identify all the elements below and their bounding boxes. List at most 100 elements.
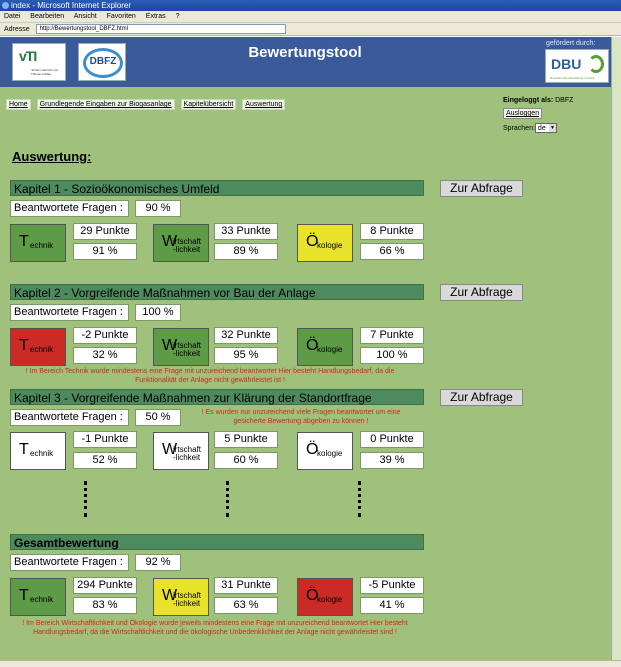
- language-select[interactable]: de▼: [534, 123, 557, 133]
- chapter-1-oekologie-percent: 66 %: [360, 243, 424, 260]
- oekologie-initial: Ö: [306, 587, 319, 604]
- total-answered-label: Beantwortete Fragen :: [10, 554, 129, 571]
- total-technik-points: 294 Punkte: [73, 577, 137, 594]
- chapter-2-answered-value: 100 %: [135, 304, 181, 321]
- chapter-2-query-button[interactable]: Zur Abfrage: [440, 284, 523, 301]
- menu-ansicht[interactable]: Ansicht: [73, 13, 97, 20]
- total-title: Gesamtbewertung: [10, 534, 424, 550]
- menu-extras[interactable]: Extras: [145, 13, 166, 20]
- page-title: Auswertung:: [12, 149, 92, 164]
- app-title: Bewertungstool: [248, 44, 362, 61]
- continuation-dots: [84, 481, 88, 517]
- technik-label: echnik: [30, 241, 54, 250]
- page-body: Home Grundlegende Eingaben zur Biogasanl…: [0, 87, 611, 660]
- wirtschaft-label-2: -lichkeit: [173, 453, 201, 462]
- wirtschaft-label-2: -lichkeit: [173, 245, 201, 254]
- continuation-dots: [226, 481, 230, 517]
- wirtschaft-initial: W: [162, 587, 178, 604]
- total-warning: ! Im Bereich Wirtschaftlichkeit und Ökol…: [22, 620, 408, 636]
- wirtschaft-initial: W: [162, 337, 178, 354]
- technik-label: echnik: [30, 449, 54, 458]
- chapter-2-oekologie-percent: 100 %: [360, 347, 424, 364]
- vti-logo-text: vTI: [19, 48, 37, 64]
- chapter-3-answered-warning: ! Es wurden nur unzureichend viele Frage…: [201, 409, 401, 425]
- chapter-1-title: Kapitel 1 - Sozioökonomisches Umfeld: [10, 180, 424, 196]
- address-input[interactable]: http://Bewertungstool_DBFZ.html: [35, 24, 286, 34]
- dbfz-ring-icon: [83, 48, 123, 78]
- user-box: Eingeloggt als: DBFZ Ausloggen Sprachen:…: [503, 97, 603, 133]
- nav-grundlegende-eingaben[interactable]: Grundlegende Eingaben zur Biogasanlage: [36, 99, 175, 110]
- menubar: Datei Bearbeiten Ansicht Favoriten Extra…: [0, 11, 621, 23]
- nav-auswertung[interactable]: Auswertung: [242, 99, 286, 110]
- ie-icon: [2, 2, 9, 9]
- chapter-2-title: Kapitel 2 - Vorgreifende Maßnahmen vor B…: [10, 284, 424, 300]
- window-title: index - Microsoft Internet Explorer: [11, 1, 132, 10]
- chapter-1-oekologie-points: 8 Punkte: [360, 223, 424, 240]
- logged-in-user: DBFZ: [555, 97, 574, 104]
- main-nav: Home Grundlegende Eingaben zur Biogasanl…: [6, 99, 289, 110]
- chapter-2-technik-points: -2 Punkte: [73, 327, 137, 344]
- technik-initial: T: [19, 337, 29, 354]
- chapter-3-query-button[interactable]: Zur Abfrage: [440, 389, 523, 406]
- wirtschaft-label: irtschaft: [173, 591, 202, 600]
- statusbar: [0, 660, 621, 667]
- total-technik-percent: 83 %: [73, 597, 137, 614]
- chapter-3-technik-points: -1 Punkte: [73, 431, 137, 448]
- dbu-logo-subtitle: Deutsche Bundesstiftung Umwelt: [550, 76, 595, 80]
- wirtschaft-label-2: -lichkeit: [173, 349, 201, 358]
- nav-kapiteluebersicht[interactable]: Kapitelübersicht: [180, 99, 237, 110]
- technik-initial: T: [19, 233, 29, 250]
- dbfz-logo-text: DBFZ: [89, 56, 117, 67]
- wirtschaft-label-2: -lichkeit: [173, 599, 201, 608]
- window-titlebar: index - Microsoft Internet Explorer: [0, 0, 621, 11]
- chapter-1-wirtschaft-percent: 89 %: [214, 243, 278, 260]
- chapter-2-wirtschaft-points: 32 Punkte: [214, 327, 278, 344]
- chapter-3-wirtschaft-percent: 60 %: [214, 452, 278, 469]
- dbu-logo: DBU Deutsche Bundesstiftung Umwelt: [545, 49, 609, 83]
- addressbar: Adresse http://Bewertungstool_DBFZ.html: [0, 23, 621, 36]
- continuation-dots: [358, 481, 362, 517]
- logout-button[interactable]: Ausloggen: [503, 108, 543, 119]
- menu-favoriten[interactable]: Favoriten: [106, 13, 136, 20]
- chapter-1-query-button[interactable]: Zur Abfrage: [440, 180, 523, 197]
- wirtschaft-initial: W: [162, 233, 178, 250]
- menu-bearbeiten[interactable]: Bearbeiten: [30, 13, 65, 20]
- scrollbar[interactable]: [611, 37, 621, 660]
- wirtschaft-label: irtschaft: [173, 237, 202, 246]
- page-header: vTI Johann Heinrich von Thünen-Institut …: [0, 37, 621, 87]
- technik-initial: T: [19, 587, 29, 604]
- oekologie-label: kologie: [317, 595, 343, 604]
- chapter-1-wirtschaft-points: 33 Punkte: [214, 223, 278, 240]
- chapter-2-wirtschaft-percent: 95 %: [214, 347, 278, 364]
- chapter-3-oekologie-points: 0 Punkte: [360, 431, 424, 448]
- wirtschaft-initial: W: [162, 441, 178, 458]
- funded-by-label: gefördert durch:: [546, 40, 596, 47]
- vti-logo-subtitle: Johann Heinrich von Thünen-Institut: [31, 68, 59, 76]
- chapter-3-wirtschaft-points: 5 Punkte: [214, 431, 278, 448]
- chapter-3-answered-label: Beantwortete Fragen :: [10, 409, 129, 426]
- chapter-1-answered-label: Beantwortete Fragen :: [10, 200, 129, 217]
- technik-label: echnik: [30, 345, 54, 354]
- chapter-2-technik-percent: 32 %: [73, 347, 137, 364]
- chapter-1-answered-value: 90 %: [135, 200, 181, 217]
- total-oekologie-points: -5 Punkte: [360, 577, 424, 594]
- menu-datei[interactable]: Datei: [4, 13, 21, 20]
- wirtschaft-label: irtschaft: [173, 445, 202, 454]
- technik-initial: T: [19, 441, 29, 458]
- chevron-down-icon: ▼: [548, 124, 556, 132]
- oekologie-initial: Ö: [306, 441, 319, 458]
- total-wirtschaft-points: 31 Punkte: [214, 577, 278, 594]
- menu-help[interactable]: ?: [175, 13, 180, 20]
- nav-home[interactable]: Home: [6, 99, 31, 110]
- dbfz-logo: DBFZ: [78, 43, 126, 81]
- chapter-1-technik-points: 29 Punkte: [73, 223, 137, 240]
